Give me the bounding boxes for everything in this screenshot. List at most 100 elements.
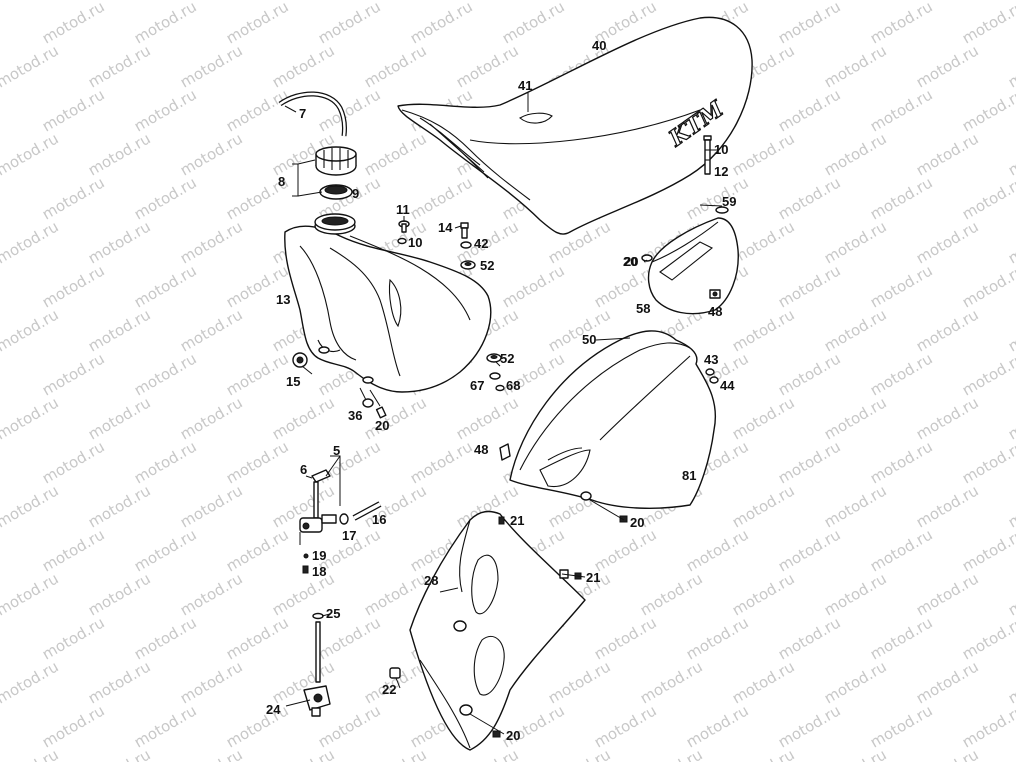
fuel-tank-part (284, 213, 492, 393)
watermark-text: motod.ru (131, 437, 200, 487)
callout-label: 48 (474, 442, 488, 457)
seat-part: KTM (397, 16, 753, 235)
watermark-text: motod.ru (177, 481, 246, 531)
watermark-text: motod.ru (315, 85, 384, 135)
watermark-text: motod.ru (821, 657, 890, 707)
watermark-text: motod.ru (0, 217, 62, 267)
watermark-text: motod.ru (131, 525, 200, 575)
number-plate-part (641, 206, 739, 315)
watermark-text: motod.ru (315, 0, 384, 47)
watermark-text: motod.ru (729, 745, 798, 762)
callout-label: 41 (518, 78, 532, 93)
callout-label: 21 (586, 570, 600, 585)
watermark-text: motod.ru (39, 613, 108, 663)
watermark-text: motod.ru (177, 393, 246, 443)
watermark-text: motod.ru (545, 657, 614, 707)
watermark-text: motod.ru (683, 173, 752, 223)
callout-label: 22 (382, 682, 396, 697)
tank-hardware (292, 220, 505, 419)
watermark-text: motod.ru (177, 569, 246, 619)
watermark-text: motod.ru (775, 0, 844, 47)
watermark-text: motod.ru (821, 569, 890, 619)
callout-label: 20 (506, 728, 520, 743)
watermark-text: motod.ru (913, 129, 982, 179)
watermark-text: motod.ru (131, 349, 200, 399)
watermark-text: motod.ru (269, 41, 338, 91)
watermark-text: motod.ru (775, 85, 844, 135)
watermark-text: motod.ru (0, 481, 62, 531)
watermark-text: motod.ru (729, 569, 798, 619)
watermark-text: motod.ru (683, 525, 752, 575)
watermark-text: motod.ru (867, 85, 936, 135)
callout-label: 28 (424, 573, 438, 588)
watermark-text: motod.ru (1005, 481, 1016, 531)
watermark-text: motod.ru (223, 701, 292, 751)
watermark-text: motod.ru (591, 613, 660, 663)
watermark-text: motod.ru (85, 41, 154, 91)
watermark-text: motod.ru (499, 701, 568, 751)
callout-label: 58 (636, 301, 650, 316)
watermark-text: motod.ru (821, 481, 890, 531)
watermark-text: motod.ru (775, 613, 844, 663)
watermark-text: motod.ru (821, 217, 890, 267)
watermark-text: motod.ru (775, 525, 844, 575)
callout-label: 19 (312, 548, 326, 563)
watermark-text: motod.ru (131, 701, 200, 751)
watermark-text: motod.ru (315, 437, 384, 487)
watermark-text: motod.ru (913, 481, 982, 531)
callout-label: 8 (278, 174, 285, 189)
watermark-text: motod.ru (821, 393, 890, 443)
callout-label: 6 (300, 462, 307, 477)
watermark-text: motod.ru (407, 0, 476, 47)
callout-label: 81 (682, 468, 696, 483)
watermark-text: motod.ru (131, 261, 200, 311)
watermark-text: motod.ru (223, 349, 292, 399)
callout-label: 36 (348, 408, 362, 423)
watermark-text: motod.ru (85, 569, 154, 619)
watermark-text: motod.ru (223, 437, 292, 487)
watermark-text: motod.ru (499, 261, 568, 311)
watermark-text: motod.ru (361, 129, 430, 179)
watermark-text: motod.ru (1005, 217, 1016, 267)
callout-label: 20 (375, 418, 389, 433)
watermark-text: motod.ru (85, 481, 154, 531)
watermark-text: motod.ru (637, 657, 706, 707)
watermark-text: motod.ru (223, 525, 292, 575)
callout-label: 7 (299, 106, 306, 121)
watermark-text: motod.ru (775, 173, 844, 223)
watermark-text: motod.ru (959, 437, 1016, 487)
watermark-text: motod.ru (821, 41, 890, 91)
watermark-text: motod.ru (637, 569, 706, 619)
watermark-text: motod.ru (959, 349, 1016, 399)
watermark-text: motod.ru (223, 613, 292, 663)
seat-bolt-part (703, 135, 712, 175)
watermark-text: motod.ru (85, 657, 154, 707)
watermark-text: motod.ru (959, 173, 1016, 223)
callout-label: 67 (470, 378, 484, 393)
watermark-text: motod.ru (637, 745, 706, 762)
watermark-text: motod.ru (821, 745, 890, 762)
watermark-text: motod.ru (39, 173, 108, 223)
watermark-text: motod.ru (453, 745, 522, 762)
watermark-text: motod.ru (1005, 393, 1016, 443)
watermark-text: motod.ru (1005, 129, 1016, 179)
watermark-text: motod.ru (85, 745, 154, 762)
watermark-text: motod.ru (913, 393, 982, 443)
watermark-text: motod.ru (867, 701, 936, 751)
lower-cover-part (389, 510, 586, 751)
watermark-text: motod.ru (775, 261, 844, 311)
watermark-text: motod.ru (821, 305, 890, 355)
watermark-text: motod.ru (867, 349, 936, 399)
fuel-valve-part (303, 612, 331, 717)
watermark-text: motod.ru (775, 437, 844, 487)
watermark-text: motod.ru (177, 217, 246, 267)
watermark-text: motod.ru (867, 0, 936, 47)
watermark-text: motod.ru (177, 41, 246, 91)
watermark-text: motod.ru (223, 85, 292, 135)
watermark-text: motod.ru (39, 85, 108, 135)
callout-label: 52 (500, 351, 514, 366)
watermark-text: motod.ru (1005, 569, 1016, 619)
watermark-text: motod.ru (913, 305, 982, 355)
vent-hose-part (278, 91, 347, 137)
